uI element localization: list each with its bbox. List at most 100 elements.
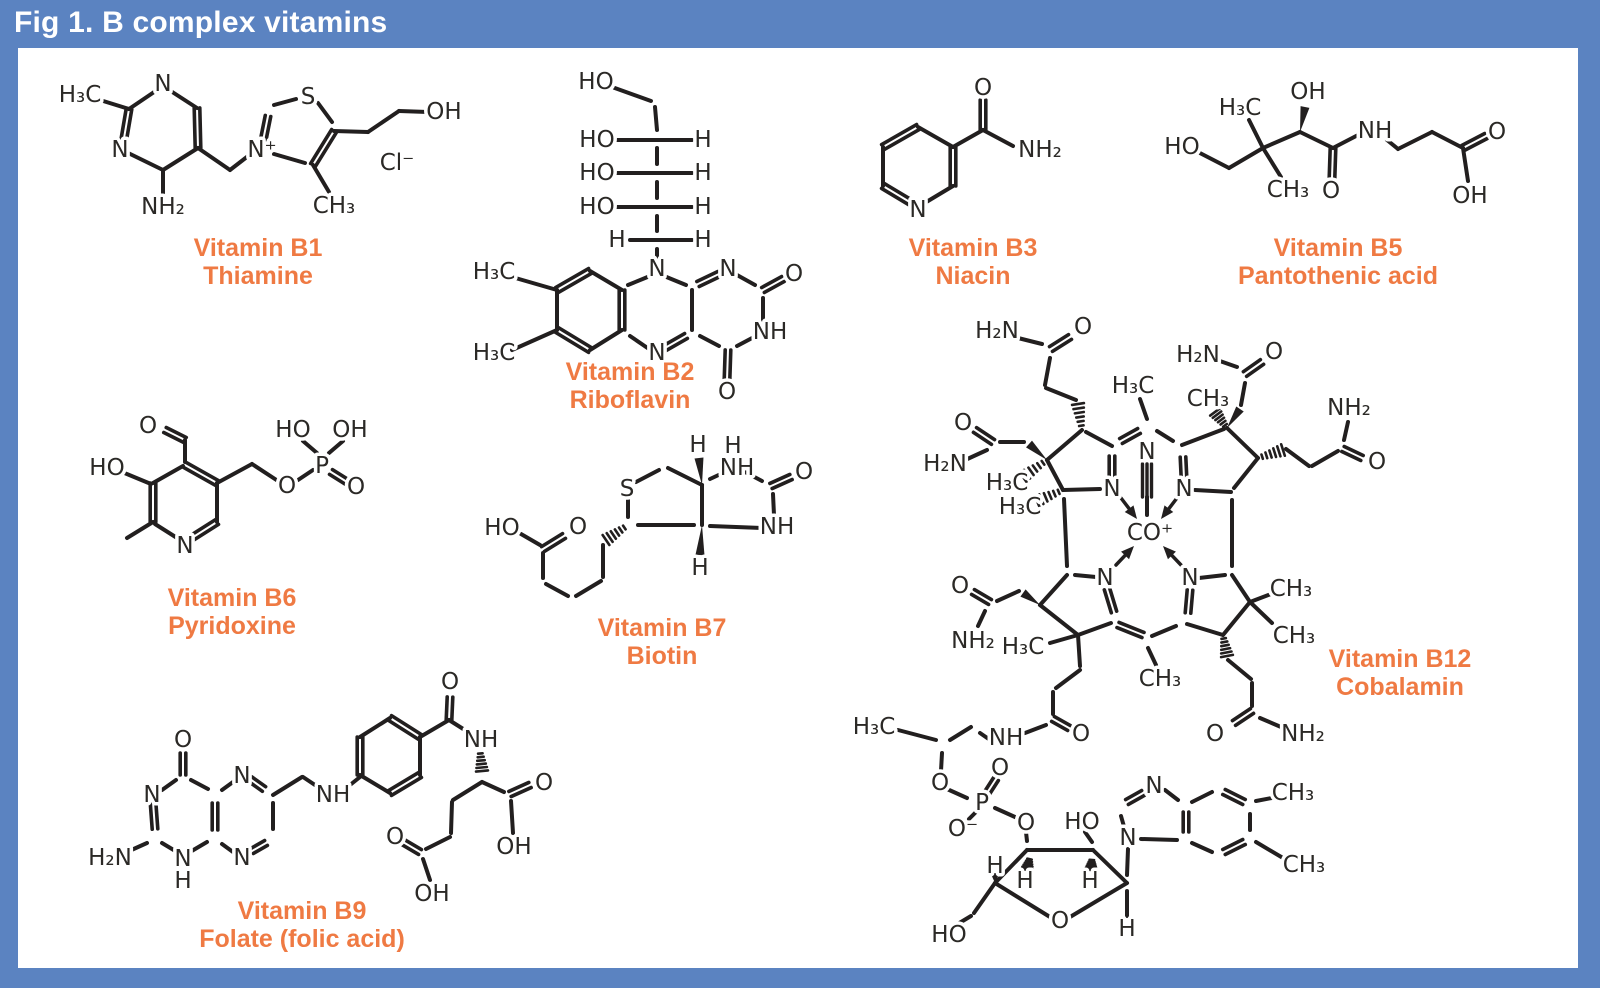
atom-label: O [954,410,972,436]
atom-label: O [441,669,459,695]
atom-label: N [1096,565,1113,591]
atom-label: O [139,413,157,439]
atom-label: H₃C [999,494,1042,520]
atom-label: O [951,573,969,599]
atom-label: NH [720,455,755,481]
atom-label: HO [1064,809,1099,835]
atom-label: O [785,261,803,287]
atom-label: H [694,194,711,220]
atom-label: H₂N [1176,342,1220,368]
atom-label: H [1016,868,1033,894]
vitamin-b12-name: Vitamin B12 [1329,645,1472,673]
vitamin-b7-subname: Biotin [627,642,698,670]
atom-label: HO [484,515,519,541]
atom-label: H₃C [1112,373,1155,399]
atom-label: O [1051,908,1069,934]
atom-label: HO [578,69,613,95]
atom-label: NH [1358,118,1393,144]
vitamin-b3-name: Vitamin B3 [909,234,1038,262]
atom-label: NH [316,782,351,808]
atom-label: OH [426,99,461,125]
atom-label: H₃C [1219,95,1262,121]
atom-label: O [347,474,365,500]
atom-label: H [1081,868,1098,894]
atom-label: HO [89,455,124,481]
atom-label: H₃C [986,470,1029,496]
figure-panel [18,48,1578,968]
atom-label: NH [760,514,795,540]
atom-label: CH₃ [1267,177,1310,203]
vitamin-b3-subname: Niacin [935,262,1010,290]
atom-label: H [694,160,711,186]
atom-label: O [974,75,992,101]
atom-label: CH₃ [1272,780,1315,806]
atom-label: P [975,790,989,816]
atom-label: O [1368,449,1386,475]
figure-title: Fig 1. B complex vitamins [14,6,388,39]
atom-label: HO [1164,134,1199,160]
atom-label: CH₃ [1139,666,1182,692]
atom-label: O [1322,178,1340,204]
atom-label: H [1118,916,1135,942]
atom-label: O [1265,339,1283,365]
atom-label: S [301,84,316,110]
atom-label: HO [579,194,614,220]
atom-label: H₃C [59,82,102,108]
atom-label: O [1206,721,1224,747]
atom-label: H₃C [473,259,516,285]
atom-label: N [1103,476,1120,502]
atom-label: OH [414,881,449,907]
atom-label: H₃C [853,714,896,740]
vitamin-b9-name: Vitamin B9 [238,897,367,925]
atom-label: CH₃ [1187,386,1230,412]
atom-label: O [1074,314,1092,340]
atom-label: OH [496,834,531,860]
atom-label: HO [931,922,966,948]
atom-label: N [648,256,665,282]
atom-label: H [694,227,711,253]
vitamin-b1-subname: Thiamine [203,262,313,290]
atom-label: NH [753,319,788,345]
atom-label: NH₂ [1327,395,1371,421]
atom-label: CH₃ [1273,623,1316,649]
atom-label: O [991,755,1009,781]
atom-label: O [535,770,553,796]
atom-label: CO⁺ [1127,520,1173,546]
atom-label: N [233,763,250,789]
vitamin-b12-subname: Cobalamin [1336,673,1464,701]
atom-label: HO [275,417,310,443]
atom-label: NH₂ [1281,721,1325,747]
atom-label: H₂N [88,845,132,871]
vitamin-b6-subname: Pyridoxine [168,612,296,640]
vitamin-b6-name: Vitamin B6 [168,584,297,612]
atom-label: H₂N [975,318,1019,344]
atom-label: N [648,340,665,366]
atom-label: NH₂ [1018,137,1062,163]
atom-label: N [143,782,160,808]
atom-label: H [691,555,708,581]
atom-label: Cl⁻ [380,150,415,176]
atom-label: N [719,256,736,282]
atom-label: CH₃ [313,193,356,219]
vitamin-b9-subname: Folate (folic acid) [199,925,405,953]
atom-label: NH₂ [951,628,995,654]
atom-label: H [986,853,1003,879]
atom-label: NH [464,727,499,753]
atom-label: H [608,227,625,253]
vitamin-b5-subname: Pantothenic acid [1238,262,1438,290]
atom-label: O [386,824,404,850]
atom-label: H [689,432,706,458]
atom-label: O [278,473,296,499]
vitamin-b2-name: Vitamin B2 [566,358,695,386]
atom-label: N [154,71,171,97]
atom-label: N [174,846,191,872]
vitamin-b2-subname: Riboflavin [570,386,691,414]
